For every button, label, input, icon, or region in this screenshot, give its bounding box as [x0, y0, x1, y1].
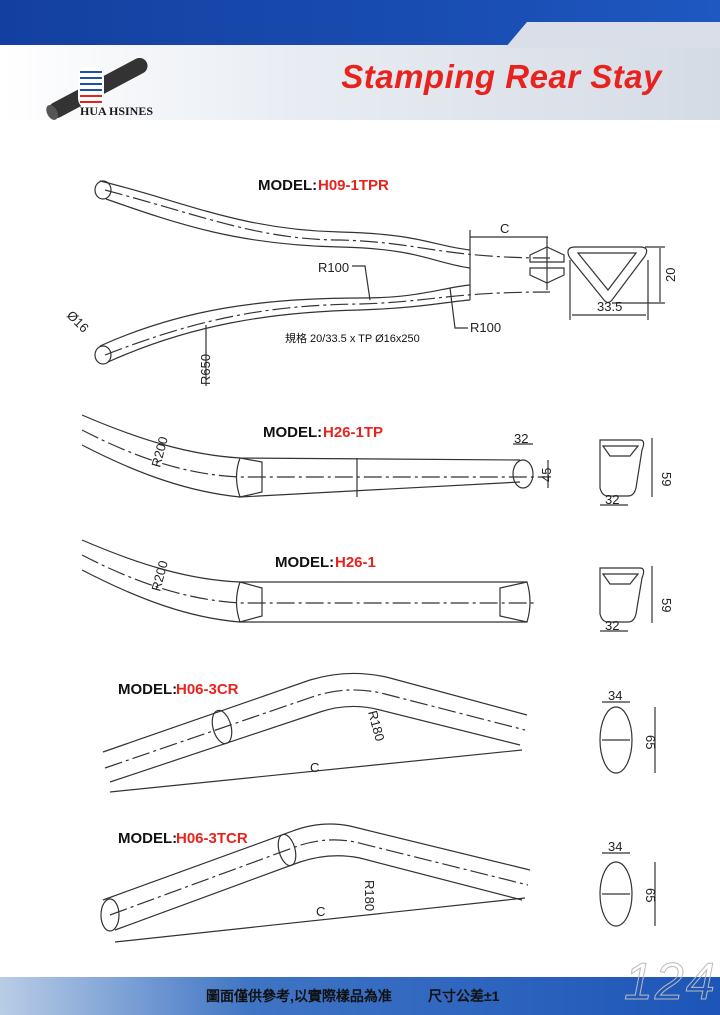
dim-r200: R200 [148, 559, 171, 593]
model-name: H06-3TCR [176, 830, 248, 847]
dim-34: 34 [608, 839, 622, 854]
page-title: Stamping Rear Stay [341, 58, 662, 95]
model-label: MODEL: [275, 554, 334, 571]
page-number: 124 [624, 953, 717, 1012]
spec-text: 規格 20/33.5 x TP Ø16x250 [285, 331, 420, 345]
dim-32: 32 [514, 431, 528, 446]
model-label: MODEL: [118, 681, 177, 698]
dim-65: 65 [643, 888, 658, 902]
footer-tolerance: 尺寸公差±1 [428, 988, 500, 1004]
dim-45: 45 [539, 468, 554, 482]
dim-32-section: 32 [605, 618, 619, 633]
drawing-h26-1tp: MODEL: H26-1TP 32 45 R200 59 32 [81, 414, 674, 507]
dim-r200: R200 [148, 435, 171, 469]
dim-c: C [316, 904, 325, 919]
dim-width: 33.5 [597, 299, 622, 314]
model-label: MODEL: [258, 177, 317, 194]
dim-r100-lower: R100 [470, 320, 501, 335]
dim-c: C [310, 760, 319, 775]
footer-note: 圖面僅供參考,以實際樣品為准 [206, 988, 392, 1004]
dim-59: 59 [659, 472, 674, 486]
dim-32-section: 32 [605, 492, 619, 507]
dim-34: 34 [608, 688, 622, 703]
dim-r180: R180 [362, 880, 377, 911]
footer-band [0, 977, 720, 1015]
dim-59: 59 [659, 598, 674, 612]
model-name: H26-1 [335, 554, 376, 571]
header-cut-corner [505, 22, 720, 48]
model-label: MODEL: [263, 424, 322, 441]
model-name: H09-1TPR [318, 177, 389, 194]
drawing-h06-3tcr: MODEL: H06-3TCR C R180 34 65 [100, 823, 658, 943]
model-label: MODEL: [118, 830, 177, 847]
dim-height: 20 [663, 268, 678, 282]
dim-c: C [500, 221, 509, 236]
drawing-h06-3cr: MODEL: H06-3CR C R180 34 65 [102, 672, 658, 793]
dim-diameter: Ø16 [64, 308, 92, 336]
brand-name: HUA HSINES [80, 104, 154, 118]
logo-stripes-icon [78, 66, 104, 110]
model-name: H06-3CR [176, 681, 239, 698]
model-name: H26-1TP [323, 424, 383, 441]
company-logo [46, 58, 148, 120]
dim-r180: R180 [365, 709, 388, 743]
dim-r100-upper: R100 [318, 260, 349, 275]
drawing-h26-1: MODEL: H26-1 R200 59 32 [81, 539, 674, 633]
drawing-h09-1tpr: MODEL: H09-1TPR C 20 33.5 R100 R100 Ø16 … [64, 177, 678, 386]
dim-65: 65 [643, 735, 658, 749]
